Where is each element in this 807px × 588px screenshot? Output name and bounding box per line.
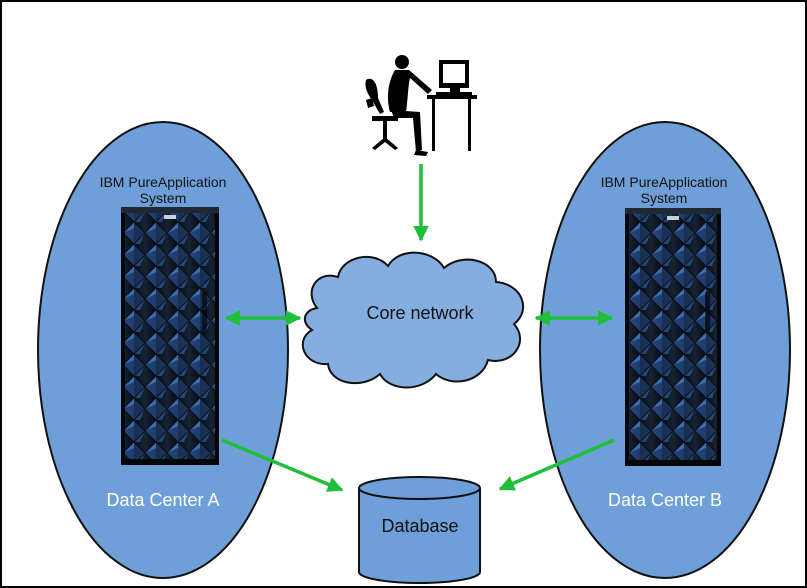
server-rack-icon <box>121 207 219 465</box>
data-center-b: IBM PureApplication System Data Center B <box>539 121 791 579</box>
datacenter-a-database-arrow <box>221 438 344 492</box>
datacenter-b-database-arrow <box>498 438 615 491</box>
data-center-b-system-label-line1: IBM PureApplication <box>601 174 728 190</box>
data-center-a: IBM PureApplication System Data Center A <box>37 121 289 579</box>
core-network-label: Core network <box>366 303 474 323</box>
data-center-b-label: Data Center B <box>608 490 722 510</box>
server-rack-icon <box>625 208 721 466</box>
connection-arrows <box>221 164 615 492</box>
database-label: Database <box>381 516 458 536</box>
cloud-icon <box>301 251 525 389</box>
data-center-a-label: Data Center A <box>106 490 219 510</box>
data-center-a-system-label-line2: System <box>140 190 187 206</box>
user-at-computer-icon <box>365 55 477 156</box>
database-cylinder-icon <box>358 476 481 584</box>
data-center-b-system-label-line2: System <box>641 190 688 206</box>
data-center-a-system-label-line1: IBM PureApplication <box>100 174 227 190</box>
